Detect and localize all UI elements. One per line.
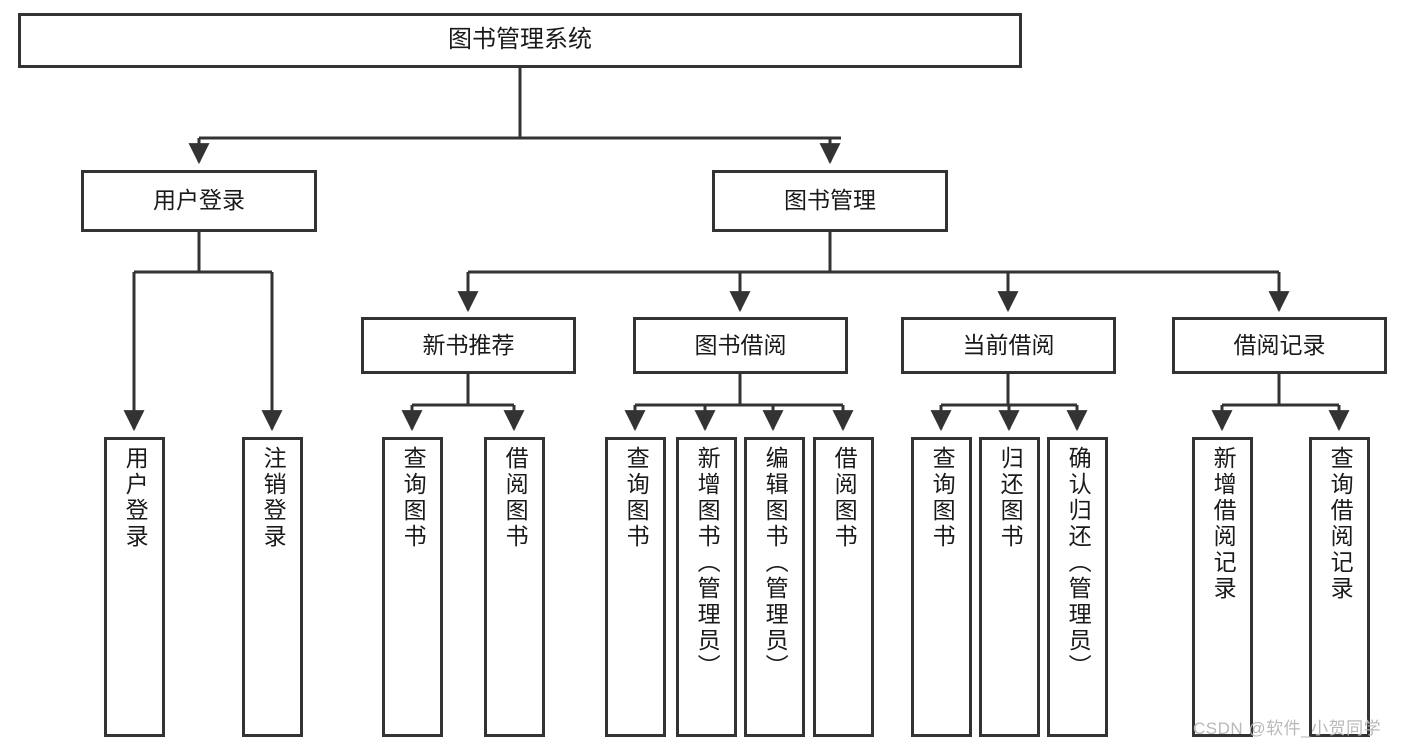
node-user-login[interactable]: 用户登录 [81, 170, 317, 232]
node-user-login-label: 用户登录 [153, 187, 245, 214]
node-current-borrow-label: 当前借阅 [962, 331, 1055, 358]
node-leaf-confirm-return[interactable]: 确认归还（管理员） [1047, 437, 1108, 737]
node-leaf-borrow-book-1-label: 借阅图书 [502, 446, 529, 550]
node-book-management[interactable]: 图书管理 [712, 170, 948, 232]
node-leaf-edit-book-label: 编辑图书（管理员） [762, 446, 789, 680]
node-leaf-return-book-label: 归还图书 [997, 446, 1024, 550]
node-new-book-recommend[interactable]: 新书推荐 [361, 317, 576, 374]
node-leaf-logout[interactable]: 注销登录 [242, 437, 303, 737]
node-book-management-label: 图书管理 [784, 187, 876, 214]
node-leaf-add-book[interactable]: 新增图书（管理员） [676, 437, 737, 737]
node-leaf-user-login[interactable]: 用户登录 [104, 437, 165, 737]
node-leaf-query-book-3-label: 查询图书 [929, 446, 956, 550]
node-new-book-recommend-label: 新书推荐 [422, 331, 515, 358]
node-leaf-query-book-3[interactable]: 查询图书 [911, 437, 972, 737]
node-leaf-borrow-book-1[interactable]: 借阅图书 [484, 437, 545, 737]
node-leaf-add-record-label: 新增借阅记录 [1210, 446, 1237, 602]
node-book-borrow[interactable]: 图书借阅 [633, 317, 848, 374]
node-leaf-add-book-label: 新增图书（管理员） [694, 446, 721, 680]
node-leaf-query-book-2-label: 查询图书 [623, 446, 650, 550]
node-leaf-user-login-label: 用户登录 [122, 446, 149, 550]
watermark: CSDN @软件_小贺同学 [1193, 719, 1382, 738]
node-current-borrow[interactable]: 当前借阅 [901, 317, 1116, 374]
node-leaf-confirm-return-label: 确认归还（管理员） [1065, 446, 1092, 680]
node-root[interactable]: 图书管理系统 [18, 13, 1022, 68]
node-leaf-query-record-label: 查询借阅记录 [1327, 446, 1354, 602]
node-leaf-logout-label: 注销登录 [260, 446, 287, 550]
node-borrow-record[interactable]: 借阅记录 [1172, 317, 1387, 374]
node-leaf-query-book-1-label: 查询图书 [400, 446, 427, 550]
node-leaf-query-book-1[interactable]: 查询图书 [382, 437, 443, 737]
node-leaf-return-book[interactable]: 归还图书 [979, 437, 1040, 737]
node-root-label: 图书管理系统 [448, 26, 592, 54]
node-leaf-add-record[interactable]: 新增借阅记录 [1192, 437, 1253, 737]
node-leaf-borrow-book-2[interactable]: 借阅图书 [813, 437, 874, 737]
node-leaf-query-record[interactable]: 查询借阅记录 [1309, 437, 1370, 737]
node-leaf-query-book-2[interactable]: 查询图书 [605, 437, 666, 737]
node-leaf-borrow-book-2-label: 借阅图书 [831, 446, 858, 550]
node-leaf-edit-book[interactable]: 编辑图书（管理员） [744, 437, 805, 737]
node-borrow-record-label: 借阅记录 [1233, 331, 1326, 358]
node-book-borrow-label: 图书借阅 [694, 331, 787, 358]
